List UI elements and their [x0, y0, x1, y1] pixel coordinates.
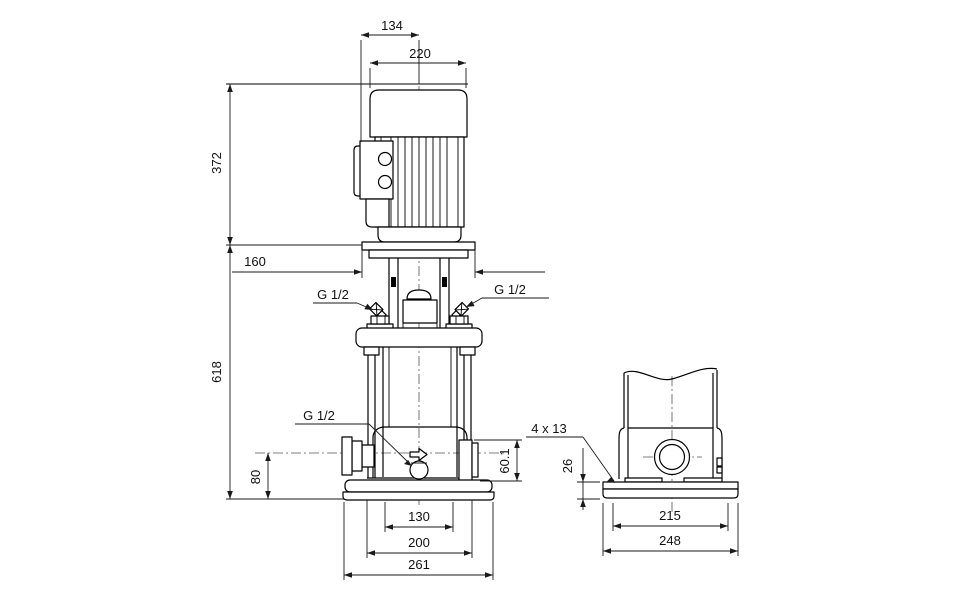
dim-220-label: 220 — [409, 46, 431, 61]
dimensions: 134 220 372 618 160 80 60.1 — [209, 18, 739, 580]
dim-80-label: 80 — [248, 470, 263, 484]
dim-220: 220 — [369, 46, 467, 88]
cable-entry-hole-bottom — [377, 174, 393, 190]
dim-215: 215 — [612, 503, 729, 531]
sleeve-outer — [382, 347, 458, 477]
front-view — [226, 83, 505, 505]
label-g12-drain-text: G 1/2 — [303, 408, 335, 423]
dim-618-label: 618 — [209, 361, 224, 383]
dim-160-label: 160 — [244, 254, 266, 269]
dim-200-label: 200 — [408, 535, 430, 550]
break-line-wave — [623, 367, 718, 381]
dim-134: 134 — [360, 18, 420, 142]
label-g12-vent-left: G 1/2 — [313, 287, 373, 310]
port-flange-right — [458, 439, 473, 482]
motor-flange-lower — [368, 249, 469, 259]
column-lines — [623, 370, 718, 479]
coupling-dome — [406, 289, 432, 300]
port-ring-left — [351, 440, 363, 472]
label-4x13-text: 4 x 13 — [531, 421, 566, 436]
dim-160: 160 — [232, 250, 545, 278]
coupling-lower-lines — [402, 323, 438, 328]
motor-flange-upper — [361, 241, 476, 251]
port-cap-right — [471, 442, 479, 478]
dim-261: 261 — [343, 502, 494, 580]
suction-port-left — [341, 436, 375, 476]
dim-200: 200 — [366, 500, 473, 558]
head-plug-right — [449, 315, 469, 325]
fan-cover — [369, 89, 468, 138]
side-base-bottom-band — [602, 488, 739, 499]
port-neck-left — [361, 444, 375, 468]
staybolts — [367, 355, 472, 478]
side-port-inner-circle — [658, 443, 686, 471]
motor — [226, 83, 476, 259]
dim-26-label: 26 — [560, 459, 575, 473]
dim-26: 26 — [560, 448, 600, 510]
dim-372-618: 372 618 — [209, 84, 362, 500]
label-g12-vent-right-text: G 1/2 — [494, 282, 526, 297]
port-flange-left — [341, 436, 353, 476]
base-bottom-band — [342, 491, 495, 501]
base-top-band — [344, 479, 493, 493]
flow-direction-arrow-icon — [409, 447, 428, 462]
side-base-top-band — [602, 481, 739, 490]
side-shoulders — [618, 427, 723, 479]
terminal-box — [359, 140, 394, 200]
label-4x13: 4 x 13 — [526, 421, 615, 483]
label-g12-drain: G 1/2 — [295, 408, 412, 466]
dim-80: 80 — [248, 453, 271, 499]
motor-end-cap — [377, 226, 462, 243]
pump-head — [355, 315, 483, 348]
dim-215-label: 215 — [659, 508, 681, 523]
coupling-guard-window — [402, 299, 438, 324]
dim-372-label: 372 — [209, 152, 224, 174]
head-flange — [355, 327, 483, 348]
head-plug-left — [370, 315, 390, 325]
cable-entry-hole-top — [377, 151, 393, 167]
side-tab-upper — [716, 457, 723, 467]
dim-130-label: 130 — [408, 509, 430, 524]
label-g12-vent-right: G 1/2 — [466, 282, 549, 307]
dim-261-label: 261 — [408, 557, 430, 572]
side-tab-lower — [716, 466, 723, 474]
discharge-port-right — [458, 439, 479, 482]
terminal-box-foot — [365, 198, 390, 228]
drain-plug-circle — [409, 460, 429, 480]
stool-legs — [388, 258, 450, 328]
dim-130: 130 — [384, 502, 454, 532]
dim-248-label: 248 — [659, 533, 681, 548]
dim-60-1: 60.1 — [474, 439, 522, 482]
dim-134-label: 134 — [381, 18, 403, 33]
sleeve-inner — [388, 347, 452, 427]
base-front — [342, 479, 495, 501]
staybolt-nut-left — [363, 346, 380, 356]
staybolt-nut-right — [459, 346, 476, 356]
label-g12-vent-left-text: G 1/2 — [317, 287, 349, 302]
drain-plug — [409, 447, 429, 480]
dim-60-1-label: 60.1 — [497, 448, 512, 473]
stool-clip-right — [442, 277, 447, 287]
side-view — [602, 367, 739, 512]
dim-248: 248 — [602, 503, 739, 556]
stool-clip-left — [391, 277, 396, 287]
